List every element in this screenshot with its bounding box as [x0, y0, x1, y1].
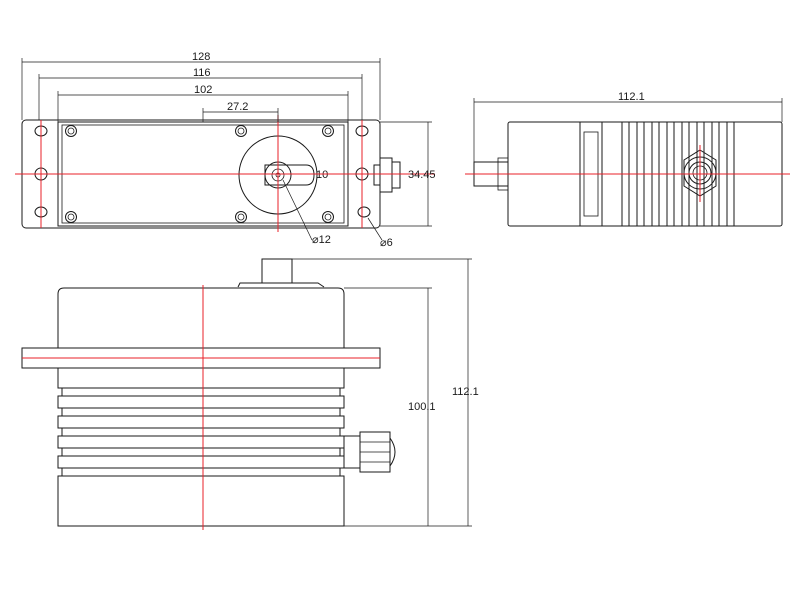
front-view-flange	[21, 347, 381, 369]
spline-label: 10	[316, 169, 328, 181]
dim-side-112-1: 112.1	[618, 91, 645, 103]
top-view: 10 12	[15, 51, 436, 249]
dim-d6: ⌀6	[380, 237, 393, 249]
front-view-top-housing	[57, 287, 345, 349]
leader-d6	[367, 217, 383, 241]
dim-front-112-1: 112.1	[452, 386, 479, 398]
front-view-shaft	[261, 258, 293, 284]
leader-d12	[282, 179, 313, 241]
dim-116: 116	[193, 67, 211, 79]
front-view: 100.1 112.1	[21, 258, 479, 530]
dim-102: 102	[194, 84, 212, 96]
dimension-lines-top	[21, 58, 432, 227]
dim-front-100-1: 100.1	[408, 401, 436, 413]
screw-heads	[65, 125, 334, 223]
output-horn-plate	[264, 164, 315, 186]
dim-128: 128	[192, 51, 210, 63]
front-view-connector	[343, 431, 396, 473]
dim-34-45: 34.45	[408, 169, 436, 181]
mount-hole	[357, 206, 371, 218]
cable-connector-top	[373, 157, 401, 193]
front-view-fins	[57, 367, 345, 527]
side-view: 112.1	[465, 91, 790, 227]
dim-27-2: 27.2	[227, 101, 248, 113]
dim-d12: ⌀12	[312, 234, 331, 246]
